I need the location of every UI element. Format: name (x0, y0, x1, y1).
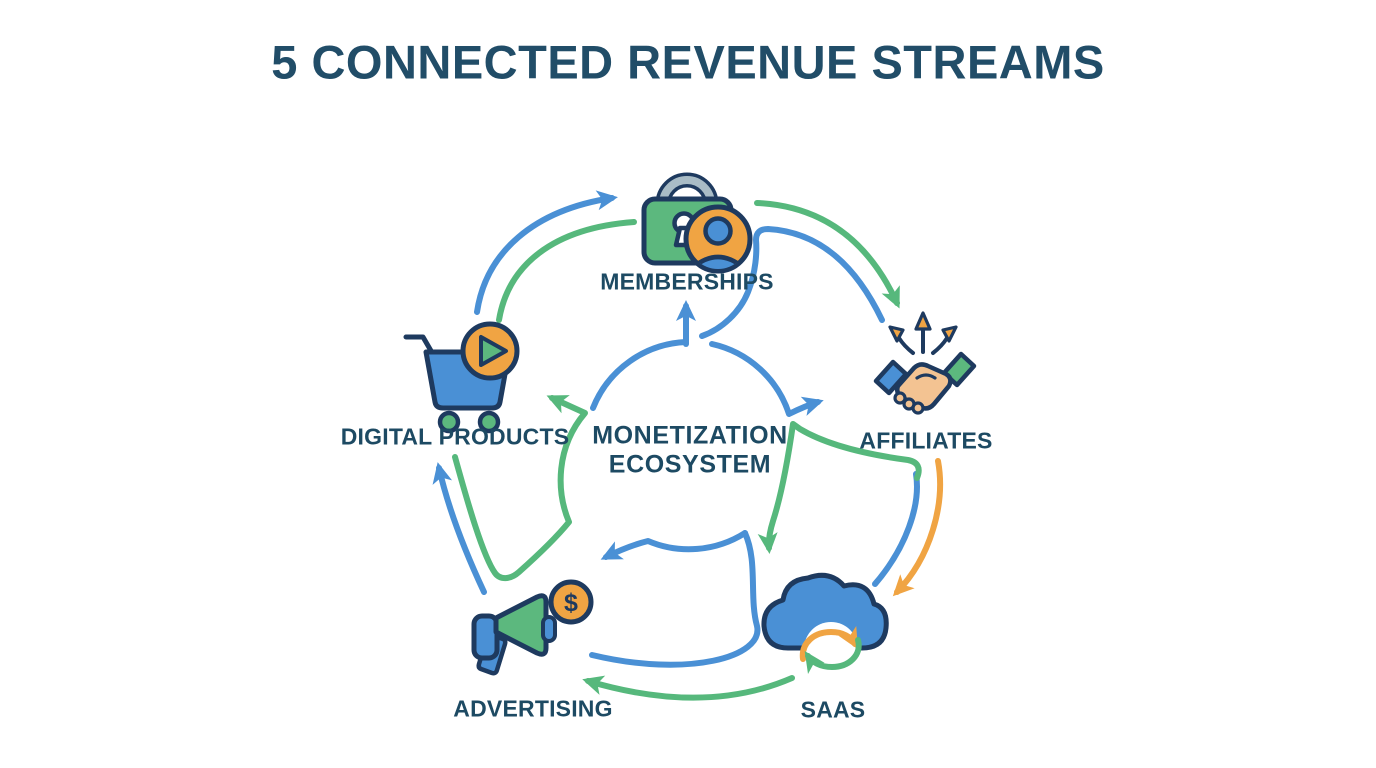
sync-arrows-icon (799, 626, 862, 675)
megaphone-coin-icon: $ (471, 579, 594, 676)
lock-user-icon (641, 172, 753, 274)
megaphone-horn (493, 593, 549, 657)
inner-ecosystem-ring (452, 300, 922, 582)
dollar-symbol: $ (564, 589, 578, 617)
dollar-coin-icon: $ (548, 579, 594, 625)
branch-arrows-icon (888, 311, 958, 355)
arrow-digital-products-to-memberships (474, 190, 618, 315)
arrow-memberships-to-affiliates (754, 200, 900, 309)
outer-ring-arrows (432, 190, 944, 701)
center-label-line1: MONETIZATION (592, 421, 788, 450)
center-label: MONETIZATION ECOSYSTEM (592, 422, 788, 479)
cart-wheel-left (437, 410, 461, 434)
label-memberships: MEMBERSHIPS (600, 268, 774, 295)
inner-arrow-to-advertising (600, 530, 748, 560)
shopping-cart-icon (403, 334, 512, 434)
arrow-affiliates-to-saas (892, 458, 944, 597)
cart-wheel-right (477, 410, 501, 434)
label-advertising: ADVERTISING (453, 695, 613, 722)
user-avatar-icon (683, 204, 753, 274)
inner-arrow-to-affiliates (709, 341, 824, 417)
page-title: 5 CONNECTED REVENUE STREAMS (271, 35, 1105, 89)
label-digital-products: DIGITAL PRODUCTS (340, 423, 570, 450)
handshake-branch-icon (873, 311, 977, 415)
companion-line-saas-to-advertising (589, 530, 761, 668)
inner-arrow-to-digital-products (452, 395, 588, 582)
cart-play-icon (403, 321, 520, 434)
companion-line-digital-products-to-memberships (496, 219, 637, 323)
cloud-sync-icon (761, 572, 889, 676)
label-affiliates: AFFILIATES (859, 427, 993, 454)
arrow-saas-to-advertising (582, 675, 795, 701)
inner-arrow-to-saas (757, 421, 922, 554)
label-saas: SAAS (800, 696, 866, 723)
play-button-icon (460, 321, 520, 381)
inner-arc-top-left (590, 339, 689, 411)
megaphone-mouthpiece (471, 613, 500, 661)
companion-line-memberships-to-affiliates (699, 225, 885, 339)
center-label-line2: ECOSYSTEM (608, 450, 772, 478)
companion-line-affiliates-to-saas (872, 471, 920, 587)
handshake-icon (873, 351, 977, 415)
arrow-advertising-to-digital-products (432, 462, 487, 595)
megaphone-icon (471, 593, 557, 676)
